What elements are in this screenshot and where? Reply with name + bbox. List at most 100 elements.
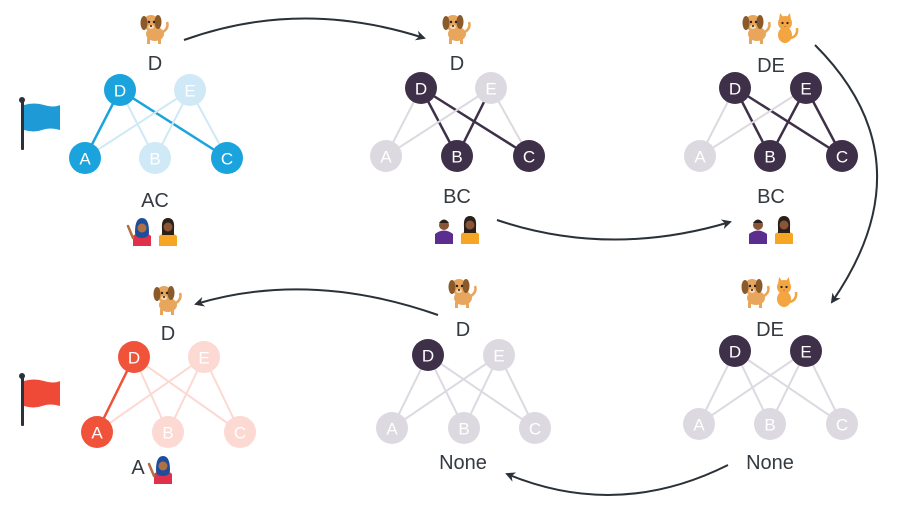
- node-label: E: [800, 343, 811, 362]
- top-label: DE: [757, 55, 785, 77]
- node-c: C: [513, 140, 545, 172]
- node-a: A: [683, 408, 715, 440]
- node-e: E: [790, 72, 822, 104]
- arrow-p5-to-p4: [194, 288, 439, 316]
- bottom-label: None: [746, 452, 794, 474]
- node-label: D: [415, 80, 427, 99]
- node-e: E: [174, 74, 206, 106]
- person-woman-icon: [461, 216, 479, 244]
- node-c: C: [224, 416, 256, 448]
- node-a: A: [684, 140, 716, 172]
- top-label: D: [456, 319, 470, 341]
- node-label: A: [91, 424, 103, 443]
- node-label: C: [234, 424, 246, 443]
- node-e: E: [475, 72, 507, 104]
- arrow-p6-to-p5: [505, 464, 729, 496]
- node-label: A: [694, 148, 706, 167]
- cat-icon: [775, 275, 798, 309]
- person-woman-icon: [775, 216, 793, 244]
- node-label: E: [184, 82, 195, 101]
- node-e: E: [483, 339, 515, 371]
- node-label: B: [764, 416, 775, 435]
- person-hijab-icon: [147, 454, 174, 486]
- node-c: C: [211, 142, 243, 174]
- node-b: B: [139, 142, 171, 174]
- arrow-p2-to-p3: [496, 219, 732, 241]
- arrow-p3-to-p6: [814, 44, 879, 304]
- node-b: B: [448, 412, 480, 444]
- bottom-label: BC: [757, 186, 785, 208]
- node-d: D: [719, 335, 751, 367]
- node-label: B: [458, 420, 469, 439]
- node-d: D: [719, 72, 751, 104]
- node-a: A: [81, 416, 113, 448]
- flag-icon: [19, 373, 60, 426]
- dog-icon: [139, 13, 169, 46]
- node-label: B: [764, 148, 775, 167]
- node-label: D: [729, 80, 741, 99]
- node-e: E: [790, 335, 822, 367]
- dog-icon: [152, 284, 182, 317]
- bottom-label: None: [439, 452, 487, 474]
- panel-p5: D E A B C D None: [376, 277, 551, 474]
- node-d: D: [405, 72, 437, 104]
- node-d: D: [118, 341, 150, 373]
- node-label: A: [79, 150, 91, 169]
- node-label: C: [836, 416, 848, 435]
- node-label: B: [162, 424, 173, 443]
- node-b: B: [754, 140, 786, 172]
- edge-E-A: [391, 354, 500, 429]
- node-label: E: [198, 349, 209, 368]
- node-label: E: [493, 347, 504, 366]
- node-label: A: [693, 416, 705, 435]
- bottom-label: BC: [443, 186, 471, 208]
- node-b: B: [441, 140, 473, 172]
- node-label: C: [221, 150, 233, 169]
- edge-E-A: [84, 89, 191, 159]
- arrow-p1-to-p2: [183, 17, 426, 41]
- node-a: A: [370, 140, 402, 172]
- node-label: C: [529, 420, 541, 439]
- node-label: C: [836, 148, 848, 167]
- dog-icon: [447, 277, 477, 310]
- edge-E-A: [96, 356, 205, 433]
- node-label: B: [451, 148, 462, 167]
- edge-E-A: [699, 87, 807, 157]
- node-b: B: [152, 416, 184, 448]
- cat-icon: [776, 11, 799, 45]
- person-woman-icon: [159, 218, 177, 246]
- edge-E-A: [385, 87, 492, 157]
- node-label: D: [422, 347, 434, 366]
- bottom-label: A: [131, 457, 145, 479]
- node-e: E: [188, 341, 220, 373]
- node-a: A: [376, 412, 408, 444]
- node-label: C: [523, 148, 535, 167]
- node-label: D: [114, 82, 126, 101]
- flag-icon: [19, 97, 60, 150]
- top-label: DE: [756, 319, 784, 341]
- top-label: D: [450, 53, 464, 75]
- node-label: A: [380, 148, 392, 167]
- edge-E-A: [698, 350, 807, 425]
- top-label: D: [161, 323, 175, 345]
- node-label: D: [729, 343, 741, 362]
- node-label: D: [128, 349, 140, 368]
- bottom-label: AC: [141, 190, 169, 212]
- person-hijab-icon: [126, 216, 153, 248]
- dog-icon: [740, 277, 770, 310]
- person-man-icon: [749, 219, 767, 244]
- person-man-icon: [435, 219, 453, 244]
- dog-icon: [741, 13, 771, 46]
- node-label: B: [149, 150, 160, 169]
- dog-icon: [441, 13, 471, 46]
- node-b: B: [754, 408, 786, 440]
- node-a: A: [69, 142, 101, 174]
- node-c: C: [519, 412, 551, 444]
- panel-p1: D E A B C D AC: [69, 13, 243, 248]
- node-c: C: [826, 140, 858, 172]
- top-label: D: [148, 53, 162, 75]
